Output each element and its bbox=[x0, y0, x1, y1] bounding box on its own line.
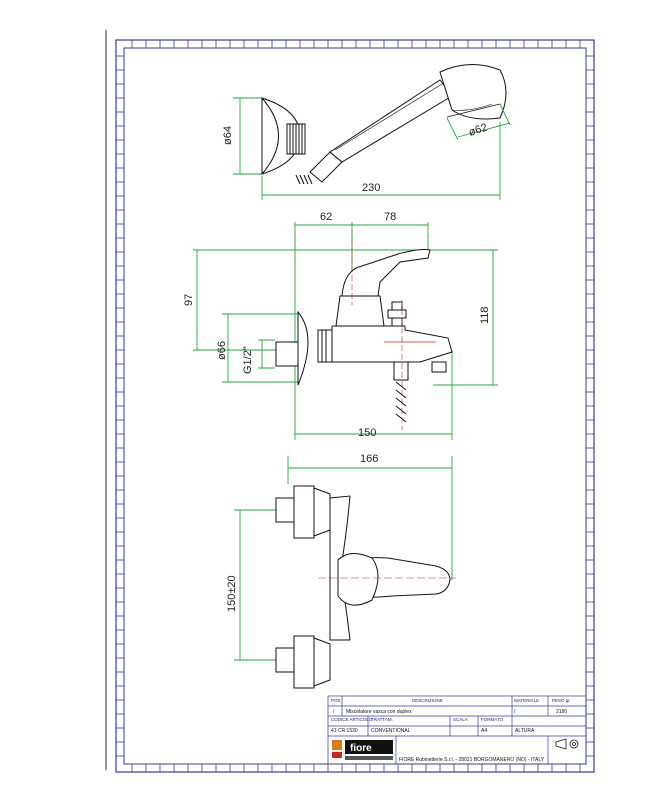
dimension-head-diameter: ø64 bbox=[222, 126, 234, 145]
check-value: ALTURA bbox=[515, 728, 535, 734]
handset-dimensions bbox=[233, 97, 511, 200]
front-view-mixer bbox=[275, 485, 451, 689]
dimension-top-width: 166 bbox=[360, 453, 378, 465]
treatment-value: CONVENTIONAL bbox=[371, 728, 411, 734]
dimension-centers: 150±20 bbox=[226, 575, 238, 612]
description-value: Miscelatore vasca con duplex bbox=[346, 709, 412, 715]
company-line: FIORE Rubinetterie S.r.l. - 28021 BORGOM… bbox=[399, 757, 545, 763]
pos-value: / bbox=[333, 709, 335, 715]
treatment-label: TRATTAM. bbox=[371, 717, 393, 722]
title-block-text: POS DESCRIZIONE MATERIALE PESO gr. / Mis… bbox=[331, 698, 571, 734]
dimension-height-right: 118 bbox=[479, 306, 491, 324]
scale-label: SCALA bbox=[453, 717, 468, 722]
code-label: CODICE ARTICOLO bbox=[331, 717, 373, 722]
dimension-thread: G1/2" bbox=[242, 346, 254, 374]
format-value: A4 bbox=[481, 728, 487, 734]
material-value: / bbox=[514, 709, 516, 715]
fiore-logo: fiore bbox=[332, 740, 393, 760]
first-angle-projection-icon bbox=[555, 738, 579, 750]
dimension-shower-length: 230 bbox=[362, 182, 380, 194]
weight-label: PESO gr. bbox=[552, 698, 571, 703]
material-label: MATERIALE bbox=[514, 698, 539, 703]
weight-value: 2180 bbox=[556, 709, 567, 715]
description-label: DESCRIZIONE bbox=[412, 698, 443, 703]
title-block bbox=[327, 695, 587, 765]
format-label: FORMATO bbox=[481, 717, 504, 722]
dimension-spray-diameter: ø62 bbox=[467, 122, 489, 139]
code-value: 41 CR 1530 bbox=[331, 728, 358, 734]
dimension-body-length: 150 bbox=[358, 427, 376, 439]
side-view-mixer bbox=[275, 249, 453, 423]
dimension-spout-offset: 62 bbox=[320, 211, 332, 223]
logo-text: fiore bbox=[350, 743, 372, 754]
dimension-inlet-diameter: ø66 bbox=[216, 341, 228, 360]
dimension-lever-offset: 78 bbox=[384, 211, 396, 223]
dimension-height-left: 97 bbox=[183, 294, 195, 306]
handset-view bbox=[261, 64, 507, 185]
pos-label: POS bbox=[331, 698, 341, 703]
drawing-frame bbox=[115, 39, 595, 773]
